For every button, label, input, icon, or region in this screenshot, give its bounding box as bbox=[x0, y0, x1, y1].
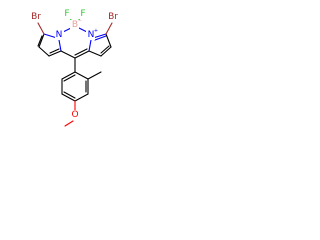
bond-ph-3-4 bbox=[74, 93, 89, 102]
bond-left-meso bbox=[60, 50, 76, 59]
atom-f-right: F bbox=[80, 9, 85, 19]
bond-n-right-c1-double bbox=[94, 35, 107, 41]
bond-ph-4-5-double bbox=[63, 91, 76, 99]
bond-c3-c4-left-double bbox=[49, 48, 60, 54]
bond-o-ch3 bbox=[64, 120, 74, 127]
bond-ph-6-1 bbox=[61, 71, 76, 80]
bond-c-br-right bbox=[105, 22, 113, 35]
bond-c1-c2-right bbox=[105, 33, 112, 48]
atom-labels: Br Br F F B − N N + O bbox=[30, 9, 121, 120]
atom-n-right: N bbox=[88, 30, 95, 40]
bond-c1-c2-left bbox=[38, 33, 45, 48]
bond-c2-c3-left bbox=[38, 46, 50, 57]
bond-methyl bbox=[87, 71, 102, 80]
atom-oxygen: O bbox=[71, 110, 78, 120]
bond-c3-c4-right bbox=[88, 50, 102, 57]
bond-right-meso bbox=[74, 50, 90, 59]
bond-n-left-c1 bbox=[43, 33, 58, 39]
bond-right-meso-double bbox=[74, 48, 88, 56]
atom-n-left: N bbox=[56, 30, 63, 40]
structure-svg: Br Br F F B − N N + O bbox=[30, 9, 121, 127]
atom-br-left: Br bbox=[31, 12, 41, 22]
bond-ph-6-1-double bbox=[63, 74, 76, 82]
bond-ph-4-5 bbox=[61, 93, 76, 102]
atom-boron: B bbox=[72, 20, 78, 30]
bond-n-right-c1 bbox=[92, 33, 107, 39]
bond-n-right-b bbox=[78, 27, 88, 33]
atom-br-right: Br bbox=[108, 12, 118, 22]
bond-c4-n-right bbox=[88, 39, 92, 52]
boron-charge: − bbox=[78, 18, 82, 24]
bond-c1-c2-left-double bbox=[37, 35, 43, 47]
bond-c2-c3-right bbox=[100, 46, 112, 57]
atom-f-left: F bbox=[64, 9, 69, 19]
bond-c3-c4-left bbox=[48, 50, 62, 57]
bond-c2-c3-right-double bbox=[100, 45, 110, 54]
bond-c4-n-left bbox=[58, 39, 62, 52]
bonds bbox=[37, 15, 113, 127]
bond-c-br-left bbox=[37, 22, 45, 35]
bond-n-left-b bbox=[62, 27, 72, 33]
n-right-charge: + bbox=[94, 28, 98, 34]
molecule-diagram: Br Br F F B − N N + O bbox=[0, 0, 152, 152]
bond-ph-1-2 bbox=[74, 71, 89, 80]
